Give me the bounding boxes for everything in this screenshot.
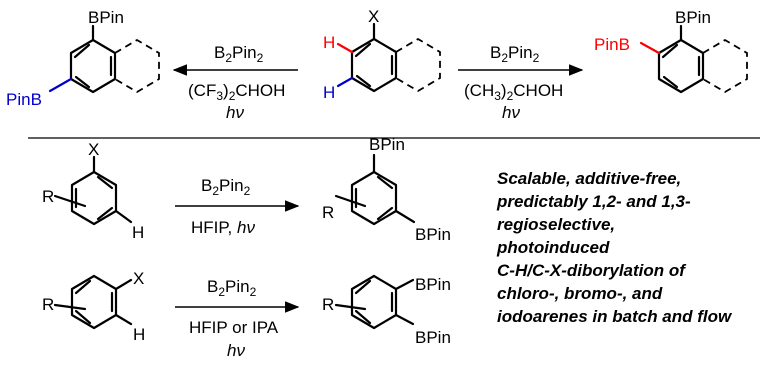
top-x-label: X [368,7,379,26]
summary-line: C-H/C-X-diborylation of [497,261,685,280]
summary-line: iodoarenes in batch and flow [497,307,732,326]
row1-reagent-text: B2Pin2 [201,176,251,198]
left-light-text: hν [226,103,244,122]
row1-conditions: B2Pin2 HFIP, hν [191,176,255,237]
left-solvent-text: (CF3)2CHOH [188,81,285,103]
blue-c-h-bond [336,76,354,88]
right-product-top-bpin: BPin [675,8,711,27]
red-c-h-bond [336,42,354,54]
top-right-product: BPin PinB [594,8,748,94]
row1-product-r-label: R [322,203,334,222]
summary-line: chloro-, bromo-, and [497,284,663,303]
row1-h-label: H [132,223,144,242]
right-product-pinb-red: PinB [594,35,630,54]
row1-starting-material: X R H [42,140,144,242]
red-hydrogen-label: H [323,33,335,52]
right-conditions: B2Pin2 (CH3)2CHOH hν [464,43,563,122]
summary-line: regioselective, [497,215,616,234]
red-boryl-bond [639,41,661,55]
row2-starting-material: X R H [42,269,145,344]
row2-light-text: hν [227,341,245,360]
row1-product: BPin R BPin [322,135,451,244]
summary-line: Scalable, additive-free, [497,169,682,188]
right-reagent-text: B2Pin2 [490,43,540,65]
row2-conditions: B2Pin2 HFIP or IPA hν [189,277,279,360]
left-product-top-bpin: BPin [88,8,124,27]
row2-reagent-text: B2Pin2 [207,277,257,299]
row1-conditions-text: HFIP, hν [191,218,255,237]
row2-product-bpin-2: BPin [415,328,451,347]
right-solvent-text: (CH3)2CHOH [464,81,563,103]
row1-x-label: X [88,140,99,159]
summary-line: photoinduced [497,238,610,257]
right-light-text: hν [502,103,520,122]
row2-product-r-label: R [322,295,334,314]
blue-hydrogen-label: H [323,83,335,102]
top-starting-material: X H H [323,7,441,102]
row2-r-label: R [42,295,54,314]
summary-line: predictably 1,2- and 1,3- [497,192,691,211]
summary-text: Scalable, additive-free, predictably 1,2… [497,167,769,328]
left-conditions: B2Pin2 (CF3)2CHOH hν [188,43,285,122]
row2-product-bpin-1: BPin [415,275,451,294]
left-reagent-text: B2Pin2 [214,43,264,65]
row1-product-top-bpin: BPin [369,135,405,154]
row2-h-label: H [133,325,145,344]
row1-r-label: R [42,187,54,206]
left-product-pinb-blue: PinB [6,90,42,109]
row2-x-label: X [133,269,144,288]
row2-product: BPin R BPin [322,274,451,347]
row2-conditions-text: HFIP or IPA [189,318,279,337]
row1-product-meta-bpin: BPin [415,225,451,244]
blue-boryl-bond [48,77,73,93]
top-left-product: BPin PinB [6,8,160,109]
